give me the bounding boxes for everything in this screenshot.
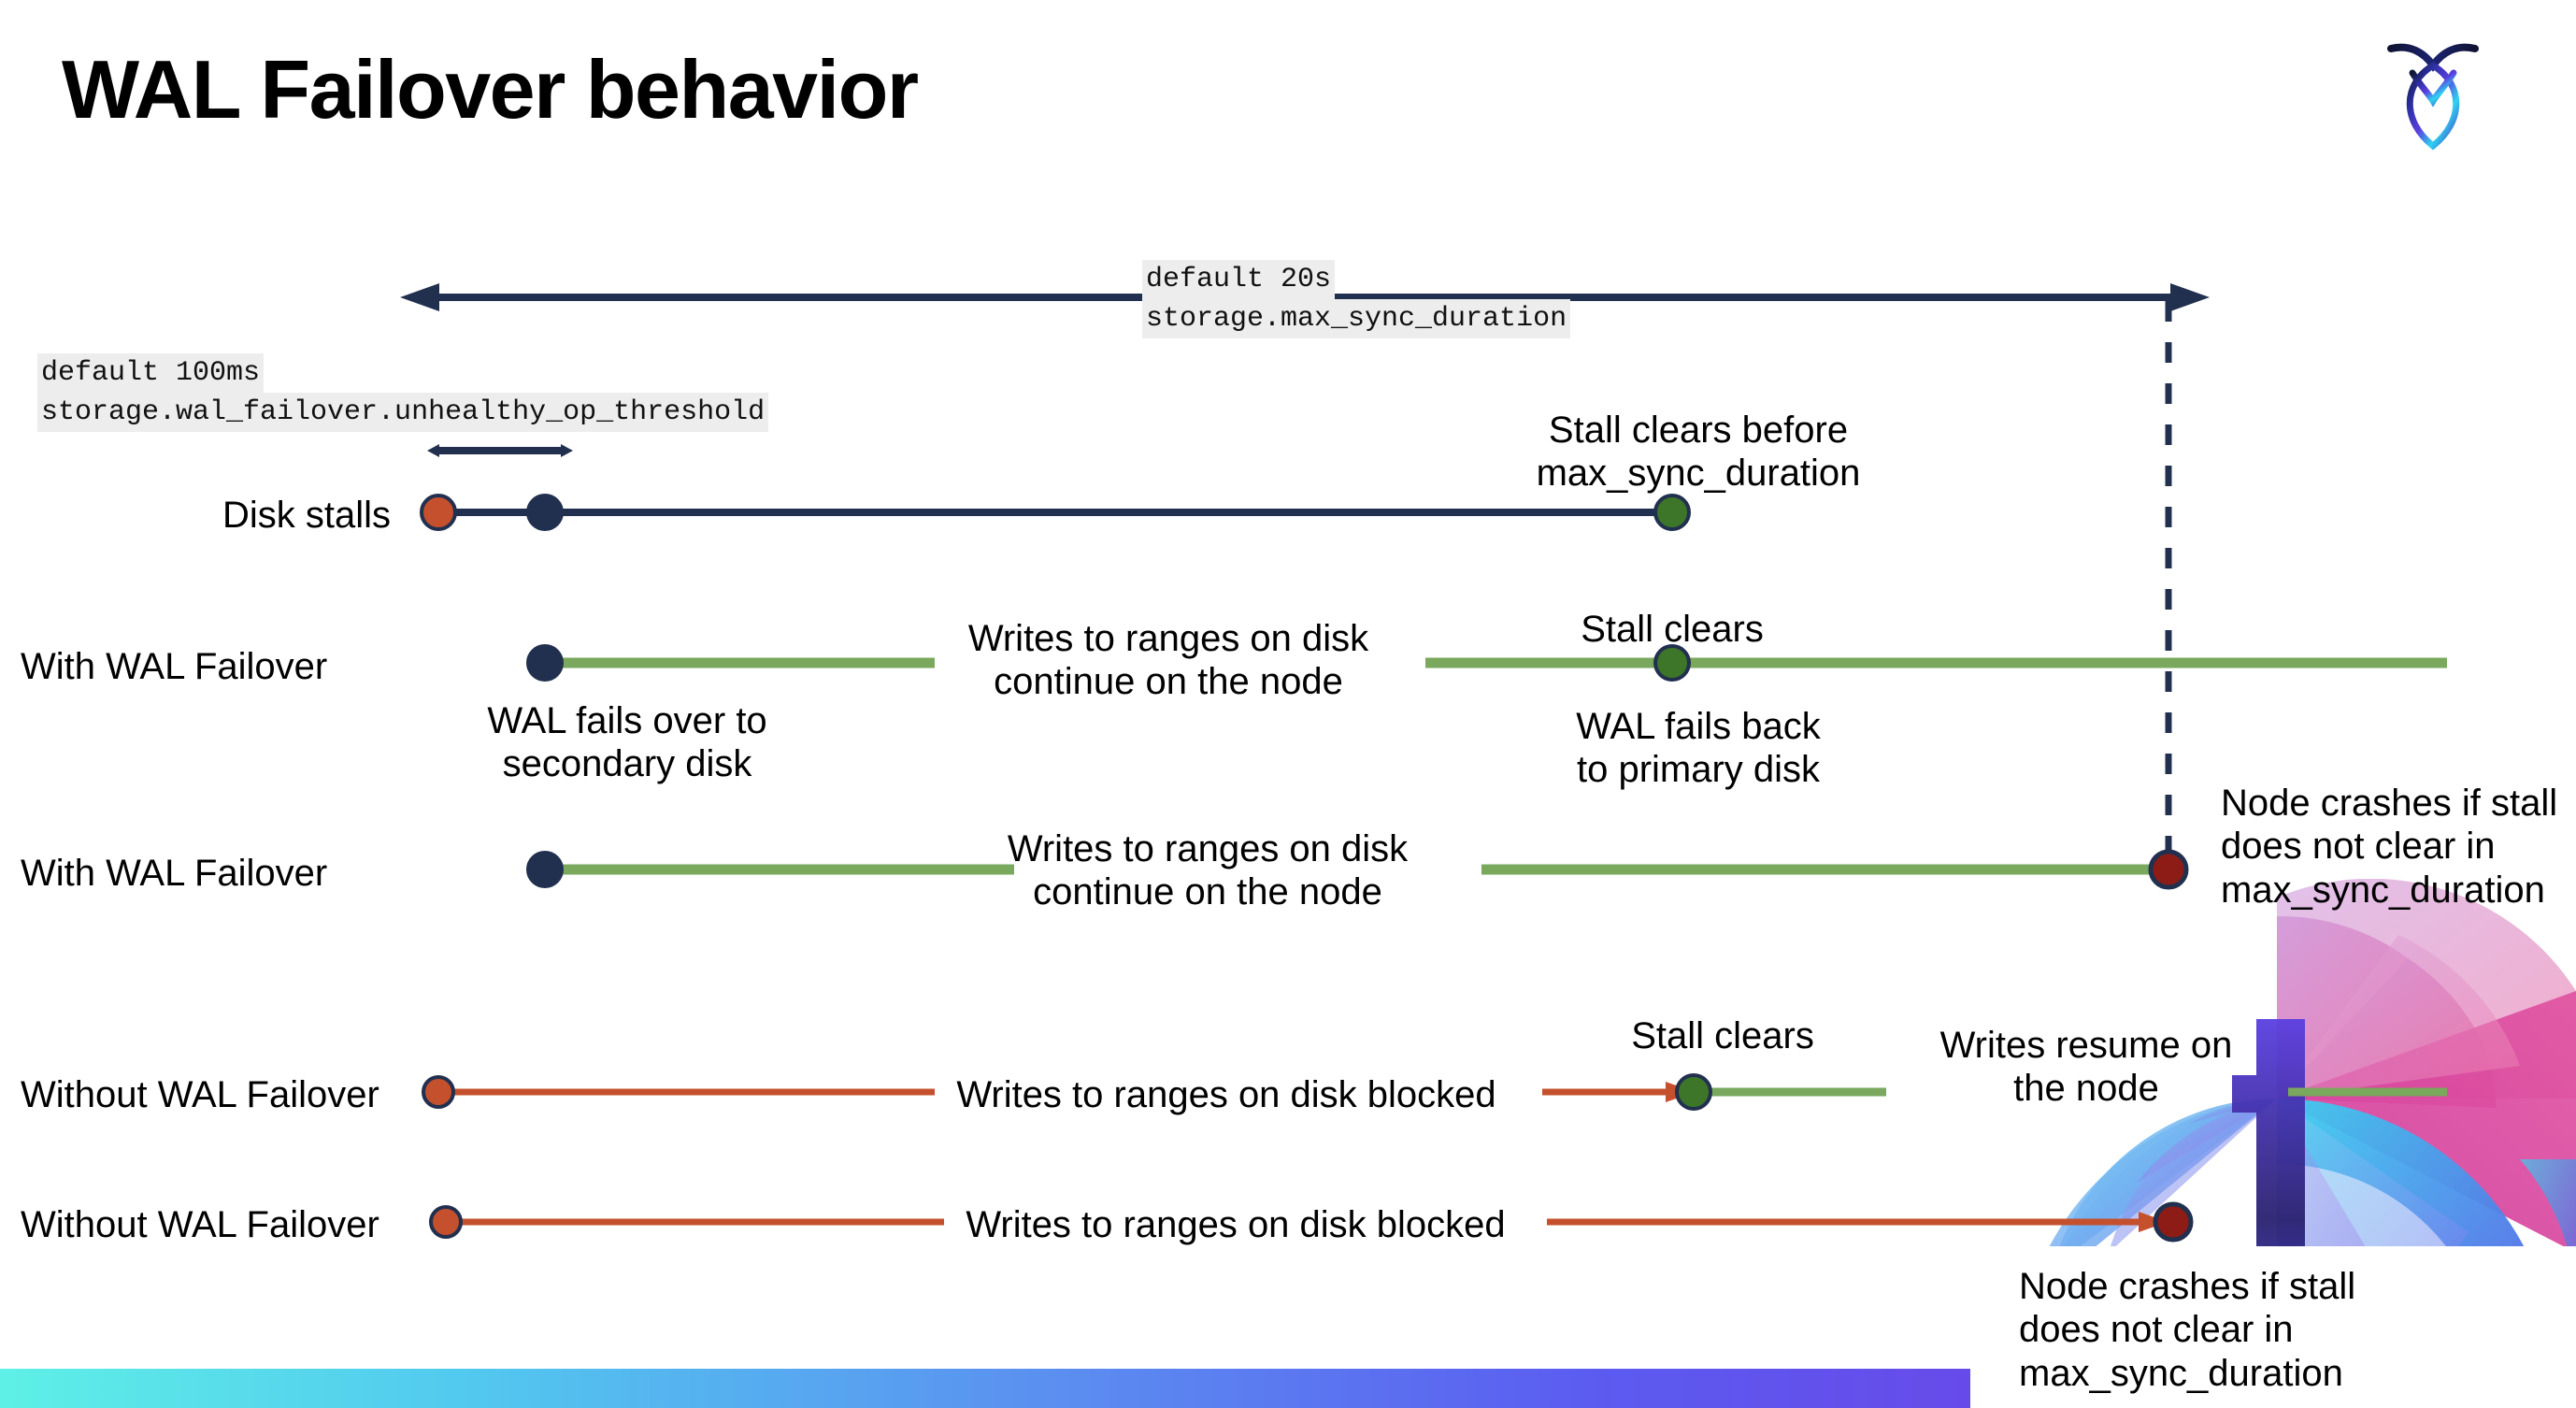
- row-with-wal-failover-1-track: [526, 644, 2447, 682]
- row-label-without-wal-failover-1: Without WAL Failover: [21, 1074, 379, 1115]
- callout-line-1: Stall clears before: [1548, 409, 1849, 451]
- callout-wal-fails-over: WAL fails over to secondary disk: [487, 699, 766, 786]
- stall-start-dot: [422, 1075, 455, 1109]
- max-sync-setting-label: storage.max_sync_duration: [1142, 299, 1571, 339]
- callout-line-1: WAL fails back: [1576, 706, 1821, 747]
- stall-clears-dot: [1675, 1073, 1712, 1111]
- callout-node-crashes-b: Node crashes if stall does not clear in …: [2019, 1265, 2355, 1395]
- stall-clears-dot: [1653, 494, 1691, 531]
- callout-writes-blocked-b: Writes to ranges on disk blocked: [966, 1204, 1506, 1245]
- stall-start-dot: [420, 494, 457, 531]
- failover-trigger-dot: [526, 494, 564, 531]
- wal-failover-start-dot: [526, 851, 564, 888]
- callout-line-2: secondary disk: [502, 743, 752, 785]
- wal-failover-start-dot: [526, 644, 564, 682]
- callout-line-2: continue on the node: [994, 661, 1343, 703]
- callout-writes-continue-b: Writes to ranges on disk continue on the…: [1008, 827, 1408, 914]
- callout-line-2: does not clear in: [2221, 826, 2496, 868]
- callout-line-1: WAL fails over to: [487, 700, 767, 741]
- unhealthy-op-default-label: default 100ms: [37, 353, 265, 394]
- callout-line-1: Node crashes if stall: [2221, 783, 2558, 824]
- row-with-wal-failover-2-track: [526, 849, 2189, 890]
- callout-writes-resume: Writes resume on the node: [1940, 1024, 2233, 1111]
- callout-line-1: Writes to ranges on disk: [967, 618, 1369, 659]
- callout-line-2: the node: [2013, 1068, 2159, 1110]
- callout-line-1: Writes resume on: [1939, 1025, 2233, 1066]
- callout-line-2: continue on the node: [1033, 871, 1382, 913]
- callout-line-3: max_sync_duration: [2019, 1352, 2343, 1394]
- callout-line-1: Node crashes if stall: [2019, 1266, 2356, 1307]
- cockroachdb-logo-icon: [2382, 28, 2484, 159]
- callout-line-1: Writes to ranges on disk: [1007, 828, 1409, 869]
- page-title: WAL Failover behavior: [62, 43, 919, 136]
- row-label-with-wal-failover-2: With WAL Failover: [21, 853, 328, 894]
- callout-node-crashes-b-box: Node crashes if stall does not clear in …: [1970, 1246, 2576, 1408]
- callout-line-2: max_sync_duration: [1536, 453, 1861, 495]
- node-crash-dot: [2153, 1201, 2194, 1243]
- row-disk-stalls-track: [420, 494, 1691, 531]
- row-without-wal-failover-1-track: [422, 1073, 2447, 1111]
- row-label-with-wal-failover-1: With WAL Failover: [21, 646, 328, 687]
- max-sync-default-label: default 20s: [1142, 260, 1336, 300]
- callout-stall-clears-before: Stall clears before max_sync_duration: [1537, 409, 1861, 496]
- callout-writes-blocked-a: Writes to ranges on disk blocked: [956, 1074, 1496, 1115]
- stall-clears-dot: [1653, 644, 1691, 682]
- stall-start-dot: [429, 1205, 463, 1239]
- callout-line-2: to primary disk: [1576, 749, 1821, 791]
- node-crash-dot: [2148, 849, 2189, 890]
- callout-wal-fails-back: WAL fails back to primary disk: [1576, 705, 1821, 792]
- row-label-disk-stalls: Disk stalls: [222, 495, 391, 536]
- callout-line-2: does not clear in: [2019, 1309, 2294, 1351]
- row-without-wal-failover-2-track: [429, 1201, 2194, 1243]
- callout-stall-clears-b: Stall clears: [1631, 1015, 1814, 1056]
- callout-writes-continue-a: Writes to ranges on disk continue on the…: [968, 617, 1368, 704]
- callout-stall-clears-a: Stall clears: [1581, 609, 1764, 650]
- row-label-without-wal-failover-2: Without WAL Failover: [21, 1204, 379, 1245]
- unhealthy-op-setting-label: storage.wal_failover.unhealthy_op_thresh…: [37, 393, 769, 433]
- callout-node-crashes-a: Node crashes if stall does not clear in …: [2221, 782, 2557, 912]
- callout-line-3: max_sync_duration: [2221, 869, 2545, 911]
